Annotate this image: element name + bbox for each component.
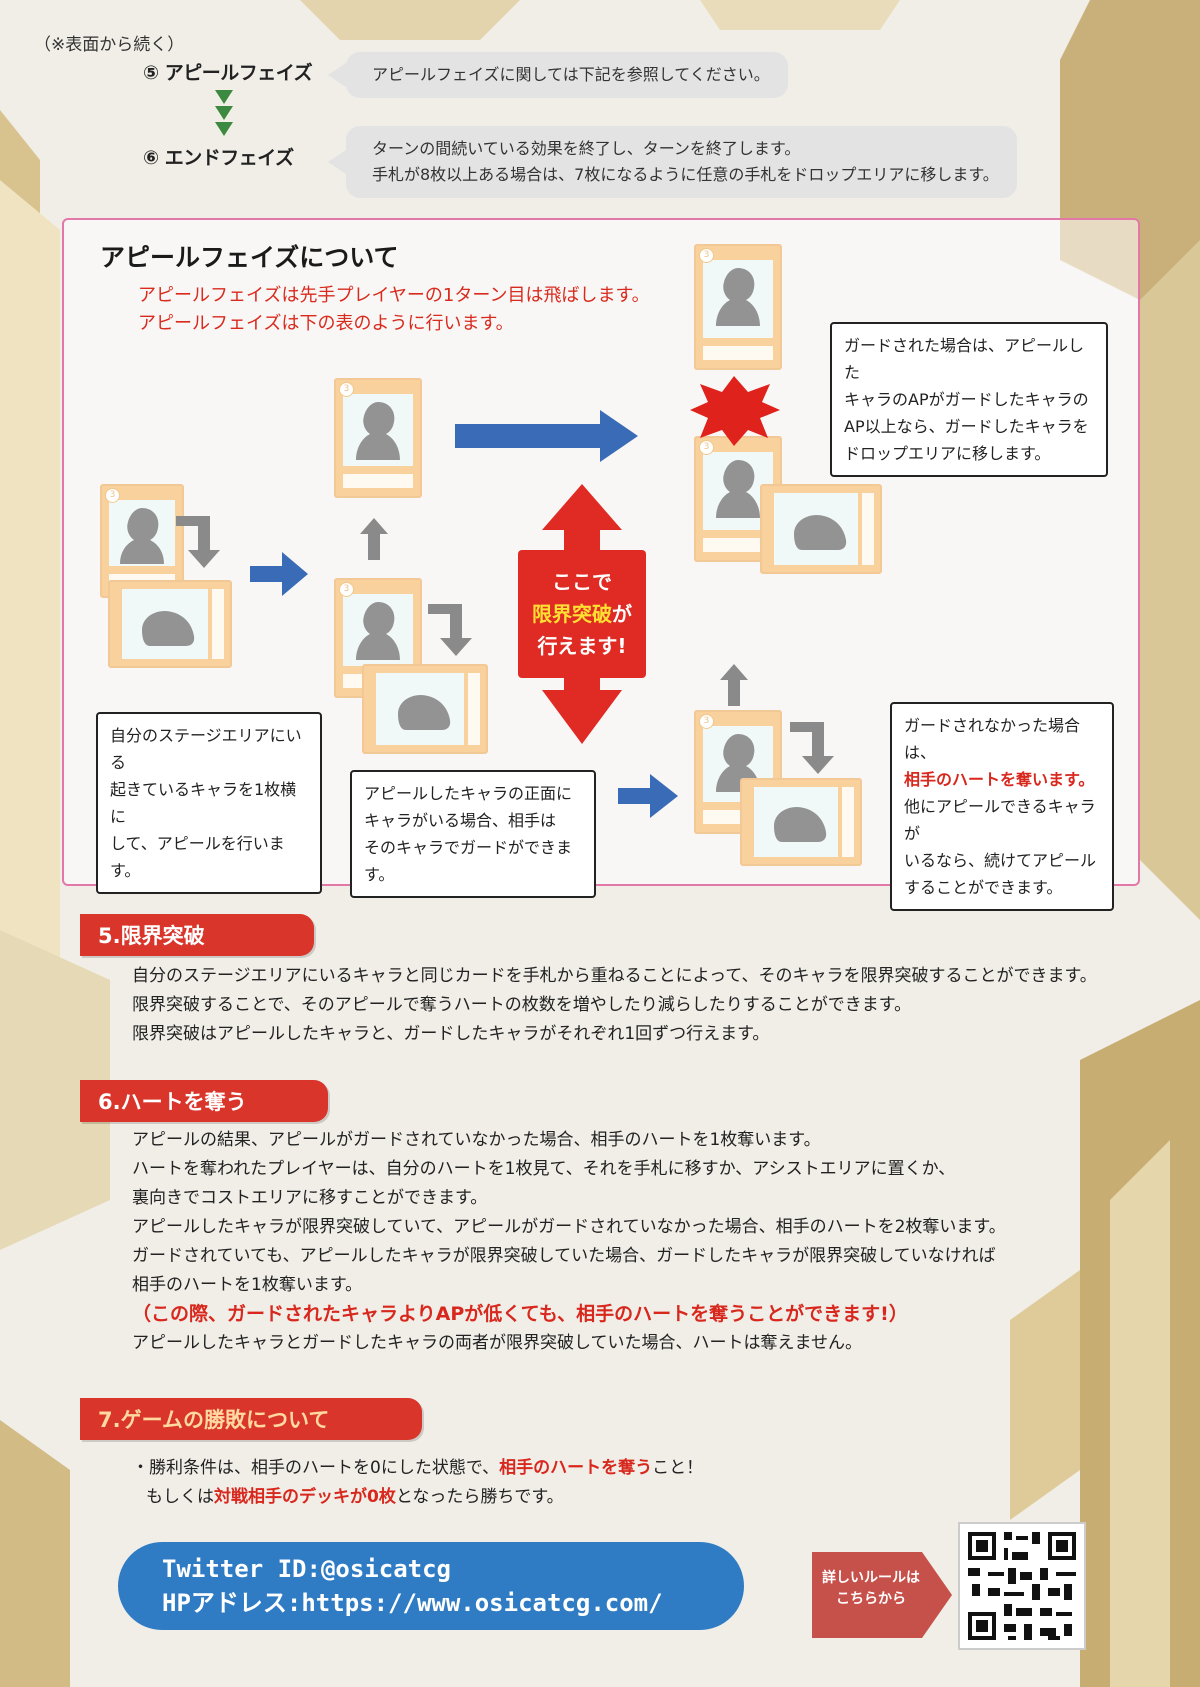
appeal-title: アピールフェイズについて [100,243,399,272]
section6-line: アピールしたキャラが限界突破していて、アピールがガードされていなかった場合、相手… [132,1217,1006,1237]
box-line: ガードされなかった場合は、 [904,716,1081,762]
section7-text: もしくは [146,1487,214,1507]
box-line: アピールしたキャラの正面に [364,784,573,803]
arrow-right-icon [618,774,678,818]
section7-heading: 7.ゲームの勝敗について [80,1398,422,1440]
box-appeal-start: 自分のステージエリアにいる 起きているキャラを1枚横に して、アピールを行います… [96,712,322,894]
rules-line: こちらから [836,1591,906,1607]
section6-body: アピールの結果、アピールがガードされていなかった場合、相手のハートを1枚奪います… [132,1126,1006,1358]
curved-arrow-icon [428,604,472,656]
phase6-desc-1: ターンの間続いている効果を終了し、ターンを終了します。 [372,139,801,158]
section7-highlight: 相手のハートを奪う [499,1458,653,1478]
section5-line: 自分のステージエリアにいるキャラと同じカードを手札から重ねることによって、そのキ… [132,966,1097,986]
twitter-id[interactable]: Twitter ID:@osicatcg [162,1555,451,1583]
box-line: そのキャラでガードができます。 [364,838,573,884]
section7-body: ・勝利条件は、相手のハートを0にした状態で、相手のハートを奪うこと！ もしくは対… [132,1454,703,1512]
appeal-note-1: アピールフェイズは先手プレイヤーの1ターン目は飛ばします。 [138,285,650,306]
section7-text: となったら勝ちです。 [395,1487,564,1507]
phase6-bubble: ターンの間続いている効果を終了し、ターンを終了します。 手札が8枚以上ある場合は… [328,126,1017,198]
section7-text: こと！ [652,1458,704,1478]
section5-line: 限界突破はアピールしたキャラと、ガードしたキャラがそれぞれ1回ずつ行えます。 [132,1024,770,1044]
badge-line: 行えます! [537,634,627,658]
box-line: 起きているキャラを1枚横に [110,780,297,826]
section5-heading: 5.限界突破 [80,914,314,956]
box-line: して、アピールを行います。 [110,834,285,880]
arrow-right-icon [250,552,308,596]
appeal-note-2: アピールフェイズは下の表のように行います。 [138,313,514,334]
section5-line: 限界突破することで、そのアピールで奪うハートの枚数を増やしたり減らしたりすること… [132,995,912,1015]
box-line: することができます。 [904,878,1063,897]
box-line: キャラのAPがガードしたキャラの [844,390,1089,409]
qr-code[interactable] [958,1522,1086,1650]
section6-line: アピールしたキャラとガードしたキャラの両者が限界突破していた場合、ハートは奪えま… [132,1333,862,1353]
box-guarded: ガードされた場合は、アピールした キャラのAPがガードしたキャラの AP以上なら… [830,322,1108,477]
section6-line: アピールの結果、アピールがガードされていなかった場合、相手のハートを1枚奪います… [132,1130,821,1150]
rules-link-label[interactable]: 詳しいルールは こちらから [816,1568,926,1610]
box-line: キャラがいる場合、相手は [364,811,557,830]
limit-break-badge: ここで 限界突破が 行えます! [518,550,646,678]
arrow-up-icon [720,664,748,706]
box-line: AP以上なら、ガードしたキャラを [844,417,1089,436]
section7-text: ・勝利条件は、相手のハートを0にした状態で、 [132,1458,500,1478]
badge-highlight: 限界突破 [532,602,612,626]
box-line: ドロップエリアに移します。 [844,444,1051,463]
down-arrow-icon [215,122,233,136]
down-arrow-icon [215,106,233,120]
badge-line: が [612,602,632,626]
box-line: 自分のステージエリアにいる [110,726,302,772]
box-line: 他にアピールできるキャラが [904,797,1096,843]
box-line: ガードされた場合は、アピールした [844,336,1085,382]
arrow-right-icon [455,410,638,462]
phase5-bubble: アピールフェイズに関しては下記を参照してください。 [328,52,788,98]
section5-body: 自分のステージエリアにいるキャラと同じカードを手札から重ねることによって、そのキ… [132,962,1097,1049]
curved-arrow-icon [176,516,220,568]
phase6-label: ⑥ エンドフェイズ [143,147,294,169]
section7-highlight: 対戦相手のデッキが0枚 [214,1487,396,1507]
section6-heading: 6.ハートを奪う [80,1080,328,1122]
rules-line: 詳しいルールは [822,1570,920,1586]
curved-arrow-icon [790,722,834,774]
contact-banner: Twitter ID:@osicatcg HPアドレス:https://www.… [118,1542,744,1630]
phase5-label: ⑤ アピールフェイズ [143,62,313,84]
section6-line: 裏向きでコストエリアに移すことができます。 [132,1188,488,1208]
section6-line: 相手のハートを1枚奪います。 [132,1275,363,1295]
phase6-desc-2: 手札が8枚以上ある場合は、7枚になるように任意の手札をドロップエリアに移します。 [372,165,999,184]
section6-line: ハートを奪われたプレイヤーは、自分のハートを1枚見て、それを手札に移すか、アシス… [132,1159,956,1179]
section6-line: ガードされていても、アピールしたキャラが限界突破していた場合、ガードしたキャラが… [132,1246,996,1266]
arrow-up-icon [360,518,388,560]
box-not-guarded: ガードされなかった場合は、 相手のハートを奪います。 他にアピールできるキャラが… [890,702,1114,911]
badge-line: ここで [552,570,612,594]
clash-burst-icon [690,376,780,446]
box-line: いるなら、続けてアピール [904,851,1097,870]
rules-arrow-icon [812,1552,952,1638]
phase5-desc: アピールフェイズに関しては下記を参照してください。 [372,65,770,84]
section6-highlight: （この際、ガードされたキャラよりAPが低くても、相手のハートを奪うことができます… [132,1303,908,1325]
box-highlight: 相手のハートを奪います。 [904,770,1095,789]
box-guard-possible: アピールしたキャラの正面に キャラがいる場合、相手は そのキャラでガードができま… [350,770,596,898]
down-arrow-icon [215,90,233,104]
homepage-link[interactable]: HPアドレス:https://www.osicatcg.com/ [162,1589,663,1617]
continued-note: （※表面から続く） [34,35,185,55]
